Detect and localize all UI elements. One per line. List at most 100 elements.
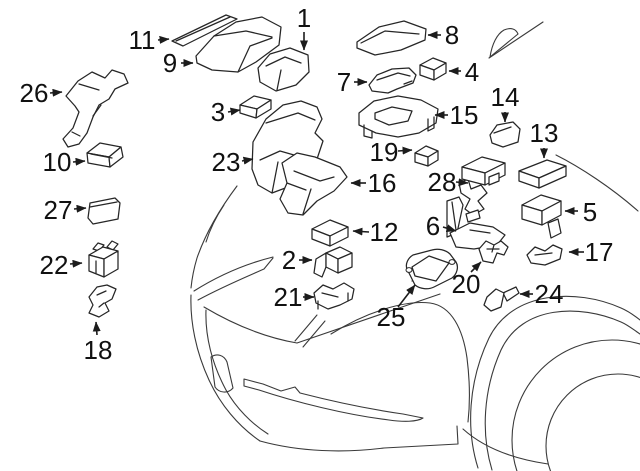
bumper-bottom-edge	[259, 425, 459, 452]
callout-arrow-icon	[73, 204, 87, 213]
callout-arrow-icon	[227, 107, 241, 116]
callout-13[interactable]: 13	[530, 118, 559, 159]
fender-crease-line	[555, 154, 639, 212]
callout-25-number: 25	[377, 302, 406, 332]
wheel-rim-circle	[545, 373, 640, 471]
callout-2-number: 2	[282, 245, 296, 275]
callout-21-number: 21	[274, 282, 303, 312]
part-16-drawing	[279, 152, 348, 216]
callout-19-number: 19	[370, 137, 399, 167]
callout-6[interactable]: 6	[426, 211, 457, 241]
callout-9[interactable]: 9	[163, 48, 194, 78]
headlight-outline	[193, 256, 274, 292]
callout-17[interactable]: 17	[568, 237, 614, 267]
callout-20-number: 20	[452, 269, 481, 299]
bumper-left-edge	[190, 294, 261, 442]
callout-25[interactable]: 25	[377, 284, 416, 332]
callout-arrow-icon	[92, 321, 101, 336]
callout-24[interactable]: 24	[519, 279, 564, 309]
hood-left-edge	[190, 185, 238, 289]
callout-arrow-icon	[49, 88, 63, 97]
callout-arrow-icon	[397, 284, 416, 308]
part-3-drawing	[239, 95, 272, 119]
callout-16[interactable]: 16	[350, 168, 397, 198]
part-12-drawing	[311, 219, 349, 247]
callout-arrow-icon	[470, 261, 482, 273]
callout-10[interactable]: 10	[43, 147, 86, 177]
callout-6-number: 6	[426, 211, 440, 241]
callout-22-number: 22	[40, 250, 69, 280]
callout-18[interactable]: 18	[84, 321, 113, 365]
part-11-drawing	[171, 14, 238, 47]
callout-arrow-icon	[352, 227, 370, 236]
callout-12-number: 12	[370, 217, 399, 247]
part-27-drawing	[87, 197, 121, 225]
callout-8-number: 8	[445, 20, 459, 50]
callout-14[interactable]: 14	[491, 82, 520, 123]
part-25-drawing	[405, 248, 458, 290]
part-4-drawing	[419, 57, 447, 81]
part-28-drawing	[458, 156, 506, 216]
callout-23-number: 23	[212, 147, 241, 177]
mirror-fin-outline	[489, 28, 519, 58]
part-13-drawing	[518, 159, 567, 189]
callout-3[interactable]: 3	[211, 97, 241, 127]
callout-14-number: 14	[491, 82, 520, 112]
callout-19[interactable]: 19	[370, 137, 413, 167]
part-19-drawing	[414, 145, 439, 167]
callout-5[interactable]: 5	[564, 197, 597, 227]
callout-10-number: 10	[43, 147, 72, 177]
callout-11[interactable]: 11	[129, 25, 170, 55]
part-24-drawing	[483, 286, 520, 312]
fog-indent	[210, 354, 234, 393]
tire-circle	[511, 339, 640, 471]
callout-28[interactable]: 28	[428, 167, 469, 197]
callout-1-number: 1	[297, 3, 311, 33]
callout-21[interactable]: 21	[274, 282, 315, 312]
callout-9-number: 9	[163, 48, 177, 78]
cowl-arch	[330, 301, 470, 423]
part-5-drawing	[521, 194, 562, 239]
callout-7[interactable]: 7	[337, 67, 368, 97]
part-26-drawing	[62, 69, 129, 148]
callout-arrow-icon	[241, 156, 254, 165]
callout-13-number: 13	[530, 118, 559, 148]
callout-26-number: 26	[20, 78, 49, 108]
callout-22[interactable]: 22	[40, 250, 83, 280]
car-body-outline	[190, 21, 640, 471]
part-23-drawing	[251, 100, 324, 194]
callout-arrow-icon	[397, 146, 413, 155]
callout-27-number: 27	[44, 195, 73, 225]
callout-arrow-icon	[157, 35, 170, 44]
callout-1[interactable]: 1	[297, 3, 311, 51]
callout-11-number: 11	[129, 25, 156, 55]
callout-23[interactable]: 23	[212, 147, 254, 177]
part-8-drawing	[356, 20, 427, 56]
callout-17-number: 17	[585, 237, 614, 267]
callout-3-number: 3	[211, 97, 225, 127]
callout-15-number: 15	[450, 100, 479, 130]
part-15-drawing	[358, 95, 439, 139]
part-2-drawing	[313, 246, 353, 278]
callout-arrow-icon	[455, 178, 469, 187]
callout-18-number: 18	[84, 335, 113, 365]
callout-27[interactable]: 27	[44, 195, 87, 225]
part-21-drawing	[313, 282, 355, 310]
callout-20[interactable]: 20	[452, 261, 482, 299]
part-17-drawing	[526, 244, 563, 266]
callout-16-number: 16	[368, 168, 397, 198]
callout-24-number: 24	[535, 279, 564, 309]
part-9-drawing	[195, 16, 282, 73]
callout-8[interactable]: 8	[427, 20, 459, 50]
callout-26[interactable]: 26	[20, 78, 63, 108]
callout-5-number: 5	[583, 197, 597, 227]
callout-2[interactable]: 2	[282, 245, 313, 275]
callout-7-number: 7	[337, 67, 351, 97]
part-1-drawing	[257, 47, 310, 92]
callout-15[interactable]: 15	[434, 100, 479, 130]
wheel-arch-inner	[484, 310, 640, 471]
callout-arrow-icon	[442, 224, 457, 233]
callout-4[interactable]: 4	[448, 57, 479, 87]
callout-12[interactable]: 12	[352, 217, 399, 247]
